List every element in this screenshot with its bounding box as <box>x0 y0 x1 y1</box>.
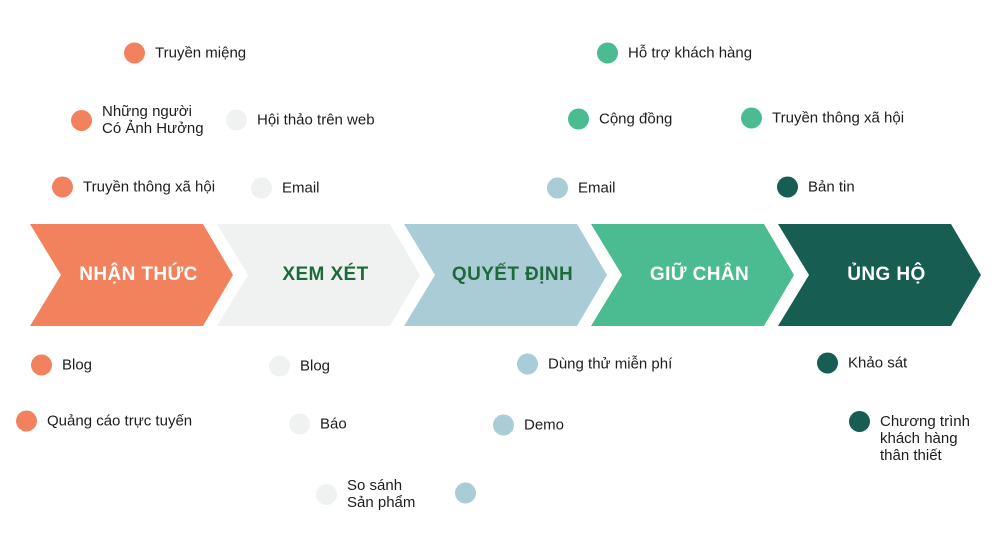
consideration-dot-icon <box>316 483 337 505</box>
retention-dot-icon <box>568 108 589 130</box>
touchpoint-label: Bản tin <box>808 178 855 196</box>
touchpoint-blog-consideration: Blog <box>269 355 331 377</box>
touchpoint-unlabeled-decision <box>455 482 486 504</box>
stage-retention: GIỮ CHÂN <box>591 224 794 326</box>
awareness-dot-icon <box>16 410 37 432</box>
decision-dot-icon <box>517 353 538 375</box>
touchpoint-blog-awareness: Blog <box>31 354 93 376</box>
awareness-dot-icon <box>31 354 52 376</box>
consideration-dot-icon <box>269 355 290 377</box>
touchpoint-label: Hỗ trợ khách hàng <box>628 44 753 62</box>
consideration-dot-icon <box>226 109 247 131</box>
stage-awareness: NHẬN THỨC <box>30 224 233 326</box>
touchpoint-webinar: Hội thảo trên web <box>226 109 375 131</box>
touchpoint-community: Cộng đồng <box>568 108 673 130</box>
touchpoint-label: Những người Có Ảnh Hưởng <box>102 103 204 137</box>
awareness-dot-icon <box>52 176 73 198</box>
consideration-dot-icon <box>289 413 310 435</box>
touchpoint-label: So sánh Sản phẩm <box>347 477 416 511</box>
advocacy-dot-icon <box>849 411 870 432</box>
touchpoint-label: Blog <box>62 356 93 374</box>
touchpoint-email-decision: Email <box>547 177 616 199</box>
awareness-dot-icon <box>71 109 92 131</box>
touchpoint-label: Email <box>282 179 320 197</box>
touchpoint-label: Khảo sát <box>848 354 908 372</box>
touchpoint-label: Blog <box>300 357 331 375</box>
stage-awareness-label: NHẬN THỨC <box>79 264 198 285</box>
touchpoint-influencers: Những người Có Ảnh Hưởng <box>71 103 204 137</box>
stage-retention-label: GIỮ CHÂN <box>649 264 750 285</box>
awareness-dot-icon <box>124 42 145 64</box>
touchpoint-label: Truyền thông xã hội <box>83 178 216 196</box>
touchpoint-newsletter: Bản tin <box>777 176 855 198</box>
touchpoint-label: Truyền thông xã hội <box>772 109 905 127</box>
decision-dot-icon <box>455 482 476 504</box>
decision-dot-icon <box>547 177 568 199</box>
touchpoint-social-media-awareness: Truyền thông xã hội <box>52 176 216 198</box>
touchpoint-customer-support: Hỗ trợ khách hàng <box>597 42 753 64</box>
touchpoint-free-trial: Dùng thử miễn phí <box>517 353 673 375</box>
retention-dot-icon <box>597 42 618 64</box>
advocacy-dot-icon <box>817 352 838 374</box>
stage-decision: QUYẾT ĐỊNH <box>404 224 607 326</box>
decision-dot-icon <box>493 414 514 436</box>
touchpoint-label: Báo <box>320 415 347 433</box>
touchpoint-label: Cộng đồng <box>599 110 673 128</box>
touchpoint-online-ads: Quảng cáo trực tuyến <box>16 410 193 432</box>
touchpoint-loyalty-program: Chương trình khách hàng thân thiết <box>849 411 970 464</box>
touchpoint-press: Báo <box>289 413 347 435</box>
touchpoint-demo: Demo <box>493 414 565 436</box>
touchpoint-label: Email <box>578 179 616 197</box>
touchpoint-social-media-retention: Truyền thông xã hội <box>741 107 905 129</box>
touchpoint-label: Chương trình khách hàng thân thiết <box>880 413 970 464</box>
touchpoint-label: Demo <box>524 416 565 434</box>
touchpoint-label: Dùng thử miễn phí <box>548 355 673 373</box>
stage-advocacy: ỦNG HỘ <box>778 224 981 326</box>
stage-consideration-label: XEM XÉT <box>282 264 369 285</box>
touchpoint-word-of-mouth: Truyền miệng <box>124 42 247 64</box>
stage-advocacy-label: ỦNG HỘ <box>847 264 926 285</box>
retention-dot-icon <box>741 107 762 129</box>
touchpoint-label: Hội thảo trên web <box>257 111 375 129</box>
stage-decision-label: QUYẾT ĐỊNH <box>451 264 574 285</box>
touchpoint-survey: Khảo sát <box>817 352 908 374</box>
stage-consideration: XEM XÉT <box>217 224 420 326</box>
touchpoint-label: Truyền miệng <box>155 44 247 62</box>
touchpoint-email-consideration: Email <box>251 177 320 199</box>
touchpoint-product-comparison: So sánh Sản phẩm <box>316 477 415 511</box>
touchpoint-label: Quảng cáo trực tuyến <box>47 412 193 430</box>
consideration-dot-icon <box>251 177 272 199</box>
advocacy-dot-icon <box>777 176 798 198</box>
